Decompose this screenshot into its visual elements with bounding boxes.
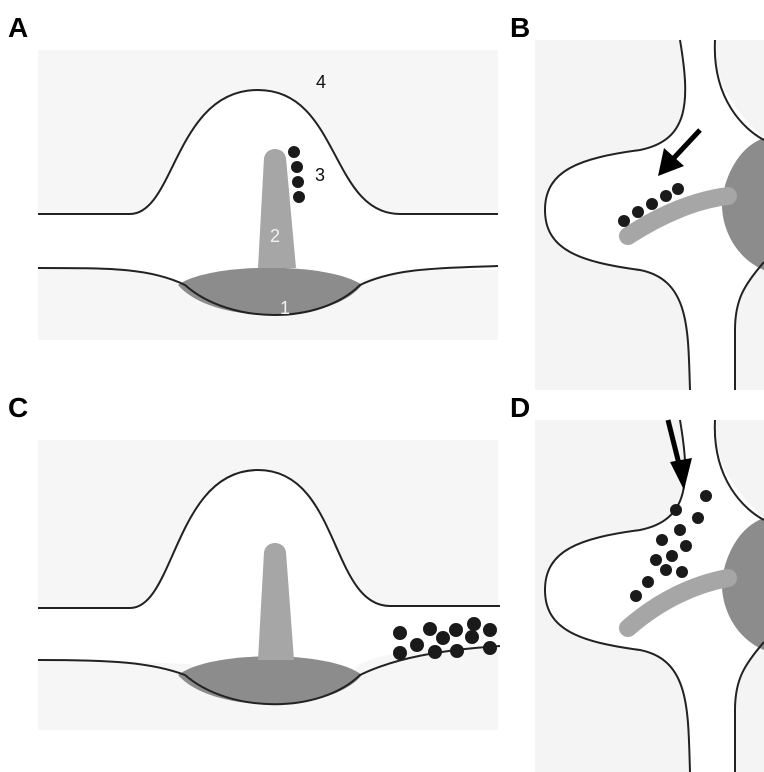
particle — [450, 644, 464, 658]
particle — [292, 176, 304, 188]
label-1: 1 — [280, 298, 290, 318]
particle — [672, 183, 684, 195]
particle — [674, 524, 686, 536]
particle — [618, 215, 630, 227]
particle — [483, 623, 497, 637]
particle — [642, 576, 654, 588]
particle — [467, 617, 481, 631]
particle — [436, 631, 450, 645]
particle — [656, 534, 668, 546]
particle — [393, 646, 407, 660]
label-4: 4 — [316, 72, 326, 92]
label-3: 3 — [315, 165, 325, 185]
particle — [680, 540, 692, 552]
particle — [483, 641, 497, 655]
particle — [449, 623, 463, 637]
particle — [660, 190, 672, 202]
particle — [465, 630, 479, 644]
particle — [428, 645, 442, 659]
particle — [630, 590, 642, 602]
particle — [646, 198, 658, 210]
particle — [632, 206, 644, 218]
particle — [650, 554, 662, 566]
particle — [291, 161, 303, 173]
particle — [410, 638, 424, 652]
particle — [293, 191, 305, 203]
particle — [288, 146, 300, 158]
particle — [660, 564, 672, 576]
particle — [423, 622, 437, 636]
particle — [700, 490, 712, 502]
particle — [666, 550, 678, 562]
particle — [692, 512, 704, 524]
label-2: 2 — [270, 226, 280, 246]
particle — [676, 566, 688, 578]
particle — [670, 504, 682, 516]
particle — [393, 626, 407, 640]
